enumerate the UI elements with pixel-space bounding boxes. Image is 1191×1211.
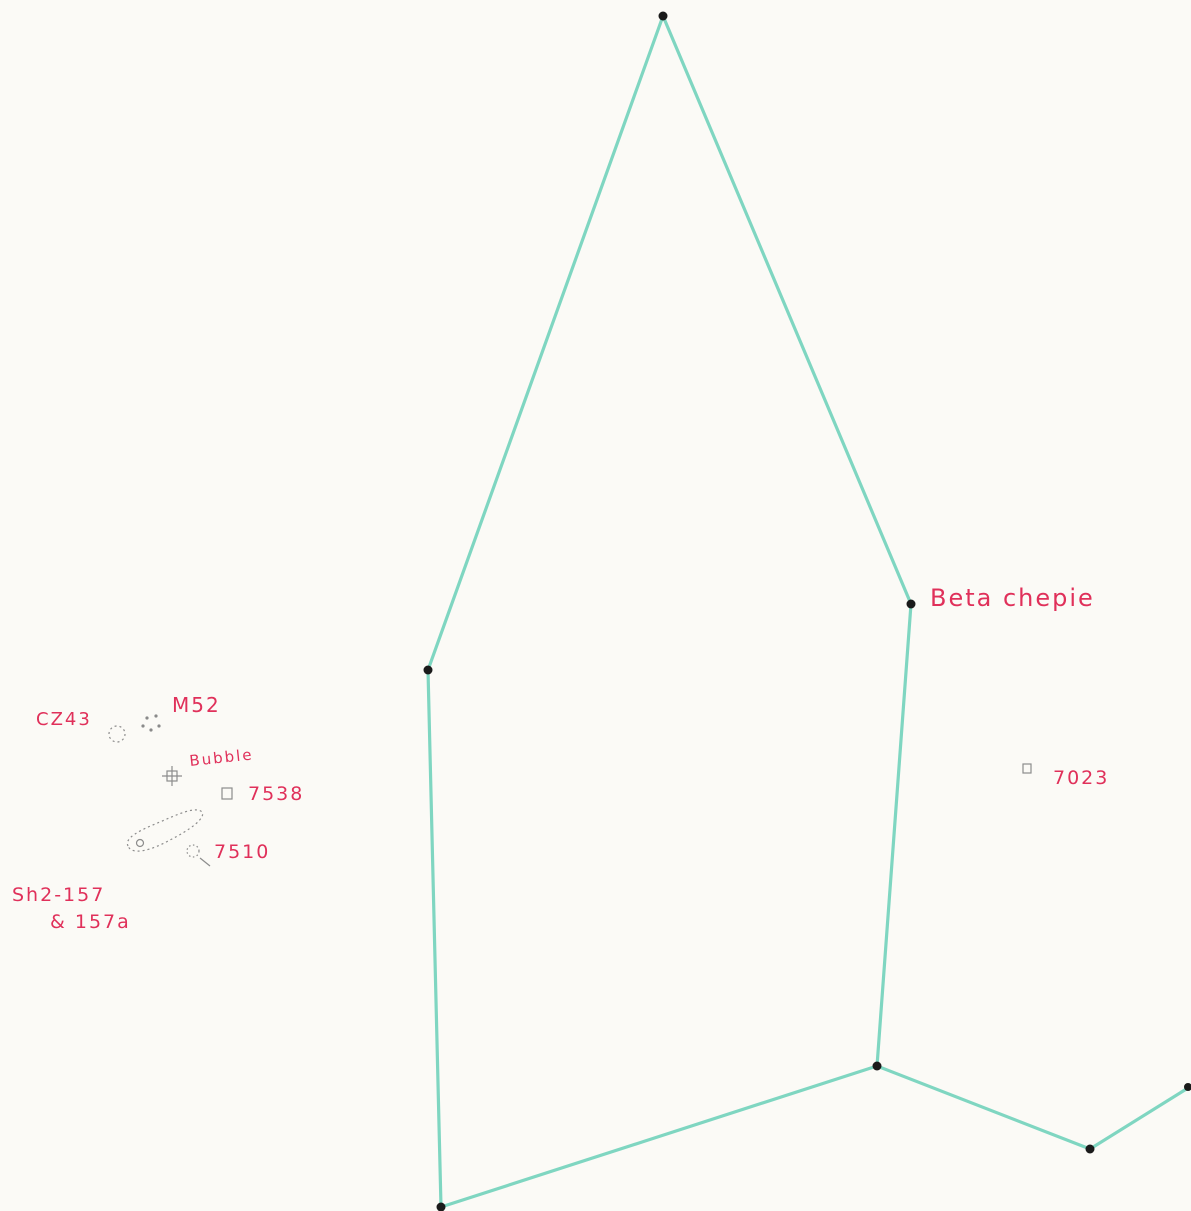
star-tail — [1086, 1145, 1095, 1154]
sh2-157-nebula-icon — [127, 810, 202, 851]
ngc-7510-cluster-icon — [187, 845, 210, 866]
label-ngc-7023: 7023 — [1053, 767, 1109, 789]
label-bubble: Bubble — [189, 745, 255, 770]
star-southeast — [873, 1062, 882, 1071]
ngc-7538-symbol-icon — [222, 788, 232, 799]
label-cz43: CZ43 — [36, 709, 92, 730]
label-ngc-7538: 7538 — [248, 783, 304, 805]
m52-cluster-icon — [141, 714, 160, 731]
star-beta-cephei — [907, 600, 916, 609]
label-m52: M52 — [172, 693, 221, 717]
star-west — [424, 666, 433, 675]
star-bottom — [437, 1203, 446, 1211]
constellation-line-tail — [877, 1066, 1188, 1149]
label-sh2-157a: & 157a — [50, 911, 131, 933]
ngc-7023-symbol-icon — [1023, 764, 1031, 773]
label-ngc-7510: 7510 — [214, 841, 270, 863]
star-apex — [659, 12, 668, 21]
constellation-line-outline — [428, 16, 911, 1207]
label-beta-cephei: Beta chepie — [930, 584, 1095, 612]
bubble-nebula-icon — [162, 766, 182, 786]
cz43-cluster-icon — [109, 726, 125, 742]
label-sh2-157: Sh2-157 — [12, 884, 105, 906]
